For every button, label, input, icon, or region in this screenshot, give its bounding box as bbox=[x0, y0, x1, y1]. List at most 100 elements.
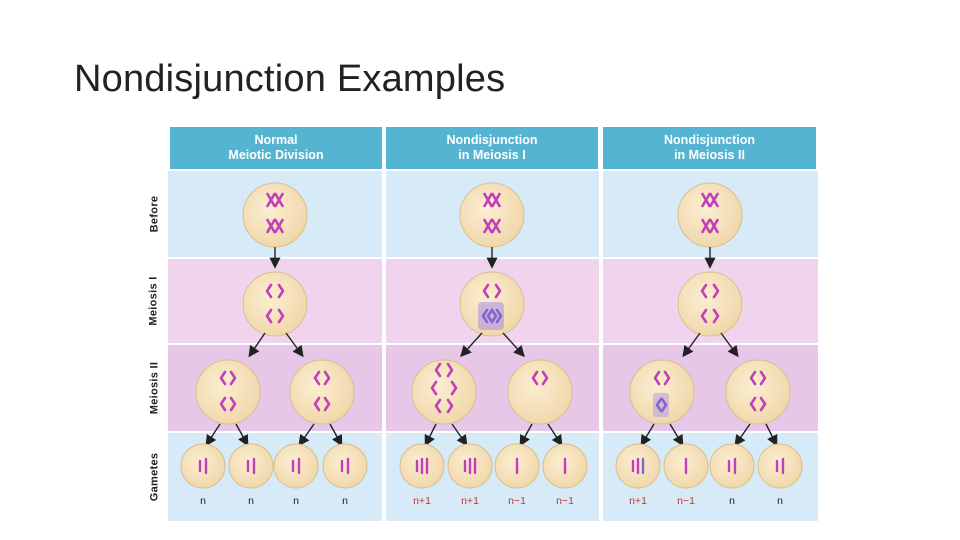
gamete-label: n+1 bbox=[413, 495, 431, 507]
gamete-label: n+1 bbox=[461, 495, 479, 507]
column-header-nondisjunction-meiosis-ii: Nondisjunction in Meiosis II bbox=[603, 127, 816, 169]
chromatid bbox=[323, 396, 331, 412]
gamete-label: n bbox=[342, 495, 348, 507]
arrow bbox=[205, 423, 221, 447]
cell bbox=[725, 359, 791, 425]
column-divider bbox=[599, 127, 603, 521]
cell bbox=[709, 443, 755, 489]
chromatid bbox=[712, 283, 720, 299]
arrow bbox=[682, 332, 701, 358]
arrow bbox=[547, 423, 563, 447]
gamete-label: n bbox=[248, 495, 254, 507]
meiosis-ii-band bbox=[168, 345, 818, 431]
cell bbox=[629, 359, 695, 425]
gamete-label: n+1 bbox=[629, 495, 647, 507]
chromosome bbox=[701, 192, 711, 208]
cell bbox=[228, 443, 274, 489]
cell bbox=[507, 359, 573, 425]
chromosome bbox=[483, 218, 493, 234]
arrow bbox=[248, 332, 266, 358]
chromatid bbox=[323, 370, 331, 386]
chromosome bbox=[701, 218, 711, 234]
chromatid bbox=[229, 396, 237, 412]
arrow bbox=[502, 332, 525, 358]
chromatid bbox=[531, 370, 539, 386]
gametes-band bbox=[168, 433, 818, 521]
slide-title: Nondisjunction Examples bbox=[74, 58, 506, 100]
column-divider bbox=[382, 127, 386, 521]
cell bbox=[677, 271, 743, 337]
arrow bbox=[460, 332, 483, 358]
arrow bbox=[235, 423, 249, 447]
chromatid bbox=[430, 380, 438, 396]
arrow bbox=[424, 423, 437, 447]
chromatid bbox=[759, 370, 767, 386]
chromosome bbox=[274, 192, 284, 208]
chromosome bbox=[266, 218, 276, 234]
cell bbox=[195, 359, 261, 425]
chromatid bbox=[541, 370, 549, 386]
cell bbox=[677, 182, 743, 248]
arrow bbox=[669, 423, 684, 447]
chromosome bbox=[709, 218, 719, 234]
chromatid bbox=[712, 308, 720, 324]
column-header-nondisjunction-meiosis-i: Nondisjunction in Meiosis I bbox=[386, 127, 598, 169]
chromatid bbox=[482, 283, 490, 299]
chromatid bbox=[700, 283, 708, 299]
chromatid bbox=[450, 380, 458, 396]
chromatid bbox=[490, 308, 498, 324]
arrow bbox=[640, 423, 655, 447]
arrow bbox=[519, 423, 533, 447]
chromatid bbox=[313, 396, 321, 412]
arrow bbox=[329, 423, 343, 447]
column-header-normal: Normal Meiotic Division bbox=[170, 127, 382, 169]
cell bbox=[273, 443, 319, 489]
gamete-label: n bbox=[293, 495, 299, 507]
chromatid bbox=[494, 283, 502, 299]
chromatid bbox=[434, 398, 442, 414]
chromatid bbox=[265, 283, 273, 299]
gamete-label: n−1 bbox=[677, 495, 695, 507]
chromatid bbox=[486, 308, 494, 324]
chromatid bbox=[653, 370, 661, 386]
cell bbox=[459, 182, 525, 248]
gamete-label: n−1 bbox=[508, 495, 526, 507]
chromatid bbox=[313, 370, 321, 386]
cell bbox=[757, 443, 803, 489]
arrow bbox=[451, 423, 468, 447]
arrow bbox=[285, 332, 304, 358]
gamete-label: n bbox=[200, 495, 206, 507]
cell bbox=[289, 359, 355, 425]
chromatid bbox=[219, 396, 227, 412]
chromatid bbox=[663, 370, 671, 386]
chromatid bbox=[229, 370, 237, 386]
chromosome bbox=[709, 192, 719, 208]
gamete-label: n bbox=[729, 495, 735, 507]
chromatid bbox=[265, 308, 273, 324]
gamete-label: n−1 bbox=[556, 495, 574, 507]
chromosome bbox=[491, 192, 501, 208]
chromatid bbox=[434, 362, 442, 378]
gamete-label: n bbox=[777, 495, 783, 507]
cell bbox=[322, 443, 368, 489]
chromatid bbox=[759, 396, 767, 412]
chromatid bbox=[446, 362, 454, 378]
cell bbox=[411, 359, 477, 425]
chromosome bbox=[274, 218, 284, 234]
nondisjunction-highlight bbox=[653, 393, 669, 417]
cell bbox=[242, 271, 308, 337]
chromatid bbox=[749, 370, 757, 386]
chromatid bbox=[219, 370, 227, 386]
cell bbox=[180, 443, 226, 489]
chromosome bbox=[266, 192, 276, 208]
chromatid bbox=[481, 308, 489, 324]
chromatid bbox=[655, 397, 663, 413]
chromosome bbox=[483, 192, 493, 208]
chromatid bbox=[495, 308, 503, 324]
chromatid bbox=[660, 397, 668, 413]
chromatid bbox=[277, 308, 285, 324]
chromatid bbox=[446, 398, 454, 414]
cell bbox=[242, 182, 308, 248]
chromatid bbox=[700, 308, 708, 324]
